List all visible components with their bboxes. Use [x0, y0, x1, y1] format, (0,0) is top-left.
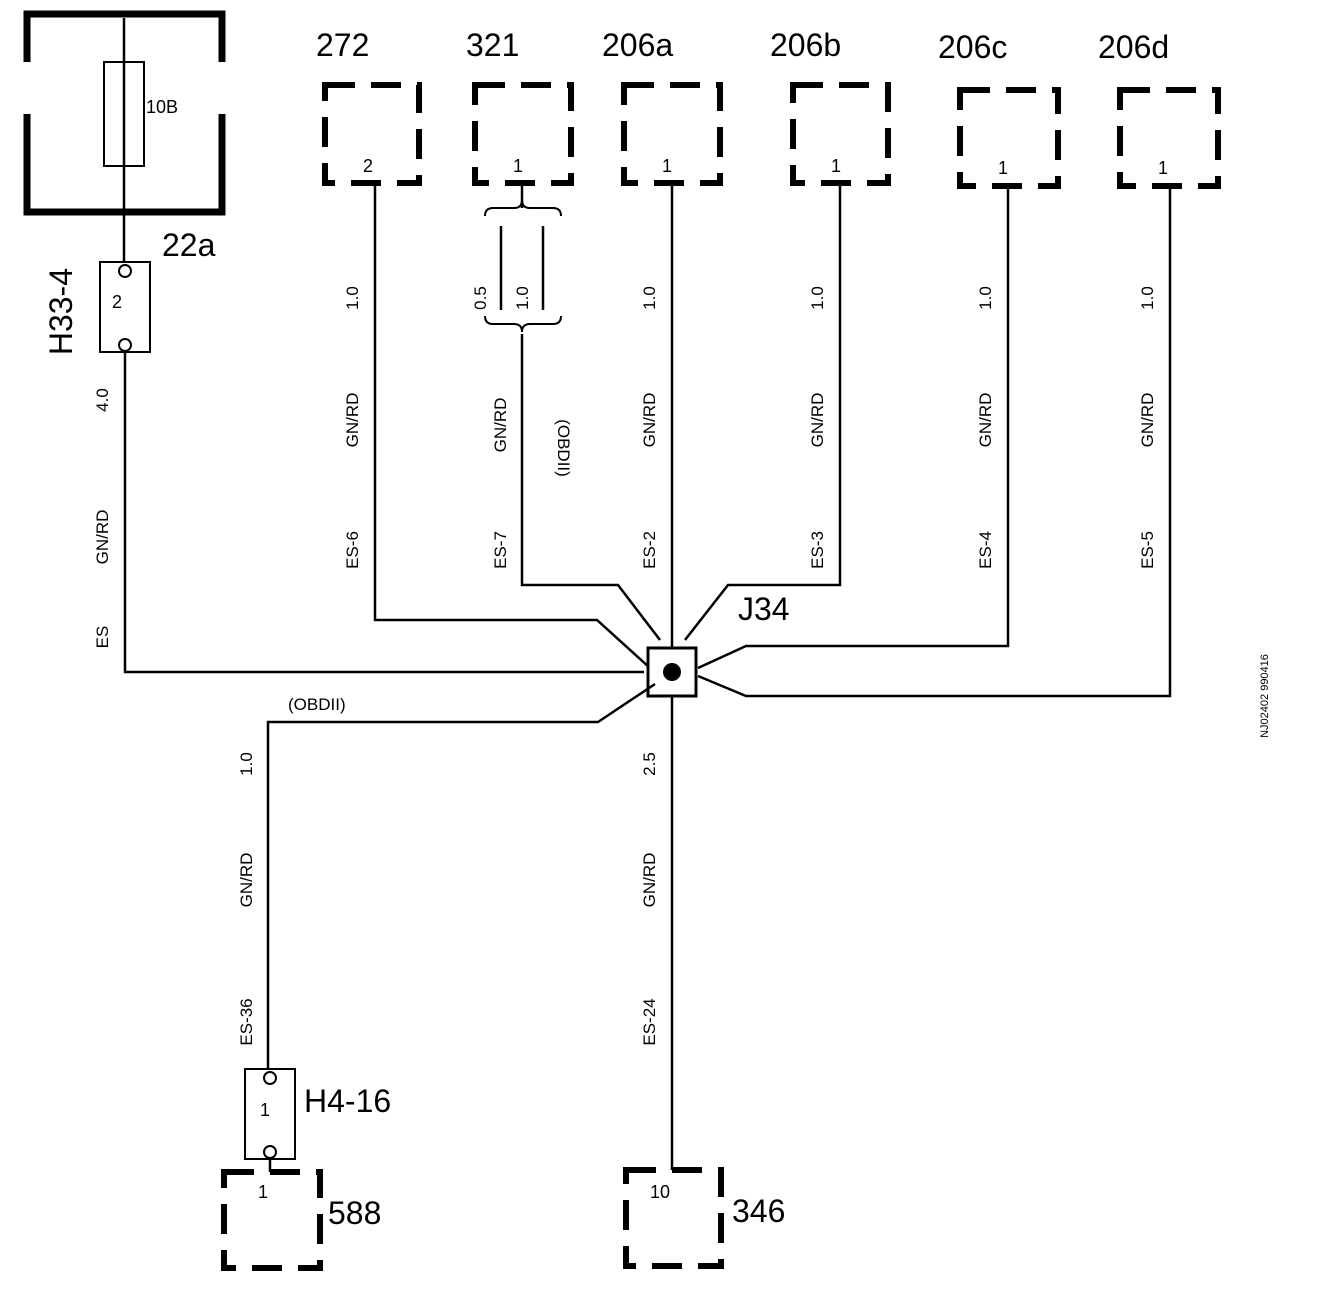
wire-es-4-color: GN/RD	[976, 393, 995, 448]
wire-es-24-splice: ES-24	[640, 998, 659, 1045]
wire-es-3-splice: ES-3	[808, 531, 827, 569]
component-588-id: 588	[328, 1195, 381, 1231]
wire-es-6-color: GN/RD	[343, 393, 362, 448]
wire-es-7-color: GN/RD	[491, 398, 510, 453]
wire-es-2-color: GN/RD	[640, 393, 659, 448]
component-272-id: 272	[316, 27, 369, 63]
connector-h4-16-pin: 1	[260, 1100, 270, 1120]
component-321-id: 321	[466, 27, 519, 63]
component-206c-id: 206c	[938, 29, 1007, 65]
wire-es-7-splice: ES-7	[491, 531, 510, 569]
connector-h33: 2	[99, 261, 151, 353]
wire-es-5-splice: ES-5	[1138, 531, 1157, 569]
junction-j34	[646, 646, 698, 698]
wire-es-size: 4.0	[93, 388, 112, 412]
wire-es-4-splice: ES-4	[976, 531, 995, 569]
wire-es-6-size: 1.0	[343, 286, 362, 310]
wire-es-24-color: GN/RD	[640, 853, 659, 908]
wire-es-7-note: (OBDII)	[554, 419, 573, 477]
component-272-pin: 2	[363, 156, 373, 176]
wire-es-4	[697, 189, 1010, 670]
wire-es-36	[266, 682, 656, 1074]
connector-h33-label: H33-4	[43, 268, 79, 355]
wire-es-36-note: (OBDII)	[288, 695, 346, 714]
connector-h4-16-label: H4-16	[304, 1083, 391, 1119]
component-346: 10	[623, 1167, 724, 1269]
component-588-pin: 1	[258, 1182, 268, 1202]
component-346-pin: 10	[650, 1182, 670, 1202]
component-206c-pin: 1	[998, 158, 1008, 178]
wire-es-3	[684, 186, 842, 641]
wire-es-7	[520, 334, 661, 641]
wire-es-5-size: 1.0	[1138, 286, 1157, 310]
component-588: 1	[221, 1169, 323, 1271]
component-206d-id: 206d	[1098, 29, 1169, 65]
fuse-rating: 10B	[146, 97, 178, 117]
junction-j34-label: J34	[738, 591, 790, 627]
wire-es-color: GN/RD	[93, 510, 112, 565]
wire-es-24-size: 2.5	[640, 752, 659, 776]
wire-es-7-size-a: 0.5	[471, 286, 490, 310]
component-206c: 206c 1	[938, 29, 1061, 189]
wire-es	[123, 351, 644, 674]
component-206a-pin: 1	[662, 156, 672, 176]
wire-es-5-color: GN/RD	[1138, 393, 1157, 448]
component-321: 321 1	[466, 27, 574, 186]
component-206d: 206d 1	[1098, 29, 1221, 189]
wire-es-6-splice: ES-6	[343, 531, 362, 569]
wire-es-splice: ES	[93, 626, 112, 649]
component-206d-pin: 1	[1158, 158, 1168, 178]
wire-es-2-splice: ES-2	[640, 531, 659, 569]
wire-es-7-size-b: 1.0	[513, 286, 532, 310]
wire-es-5	[697, 189, 1172, 698]
wire-es-36-color: GN/RD	[237, 853, 256, 908]
wire-es-36-splice: ES-36	[237, 998, 256, 1045]
component-206b-id: 206b	[770, 27, 841, 63]
drawing-reference: NJ02402 990416	[1259, 654, 1271, 738]
fuse-connector-label: 22a	[162, 227, 216, 263]
wire-es-3-color: GN/RD	[808, 393, 827, 448]
wire-es-36-size: 1.0	[237, 752, 256, 776]
component-321-pin: 1	[513, 156, 523, 176]
wire-es-2-size: 1.0	[640, 286, 659, 310]
wire-es-3-size: 1.0	[808, 286, 827, 310]
component-206b-pin: 1	[831, 156, 841, 176]
connector-h33-pin: 2	[112, 292, 122, 312]
connector-h4-16: 1	[244, 1068, 296, 1160]
component-206a: 206a 1	[602, 27, 723, 186]
fuse-box: 10B	[12, 10, 230, 264]
component-346-id: 346	[732, 1193, 785, 1229]
component-272: 272 2	[316, 27, 422, 186]
wire-es-6	[373, 186, 651, 669]
wire-es-4-size: 1.0	[976, 286, 995, 310]
wire-es-7-group: 0.5 1.0	[471, 186, 562, 333]
component-206b: 206b 1	[770, 27, 891, 186]
component-206a-id: 206a	[602, 27, 673, 63]
